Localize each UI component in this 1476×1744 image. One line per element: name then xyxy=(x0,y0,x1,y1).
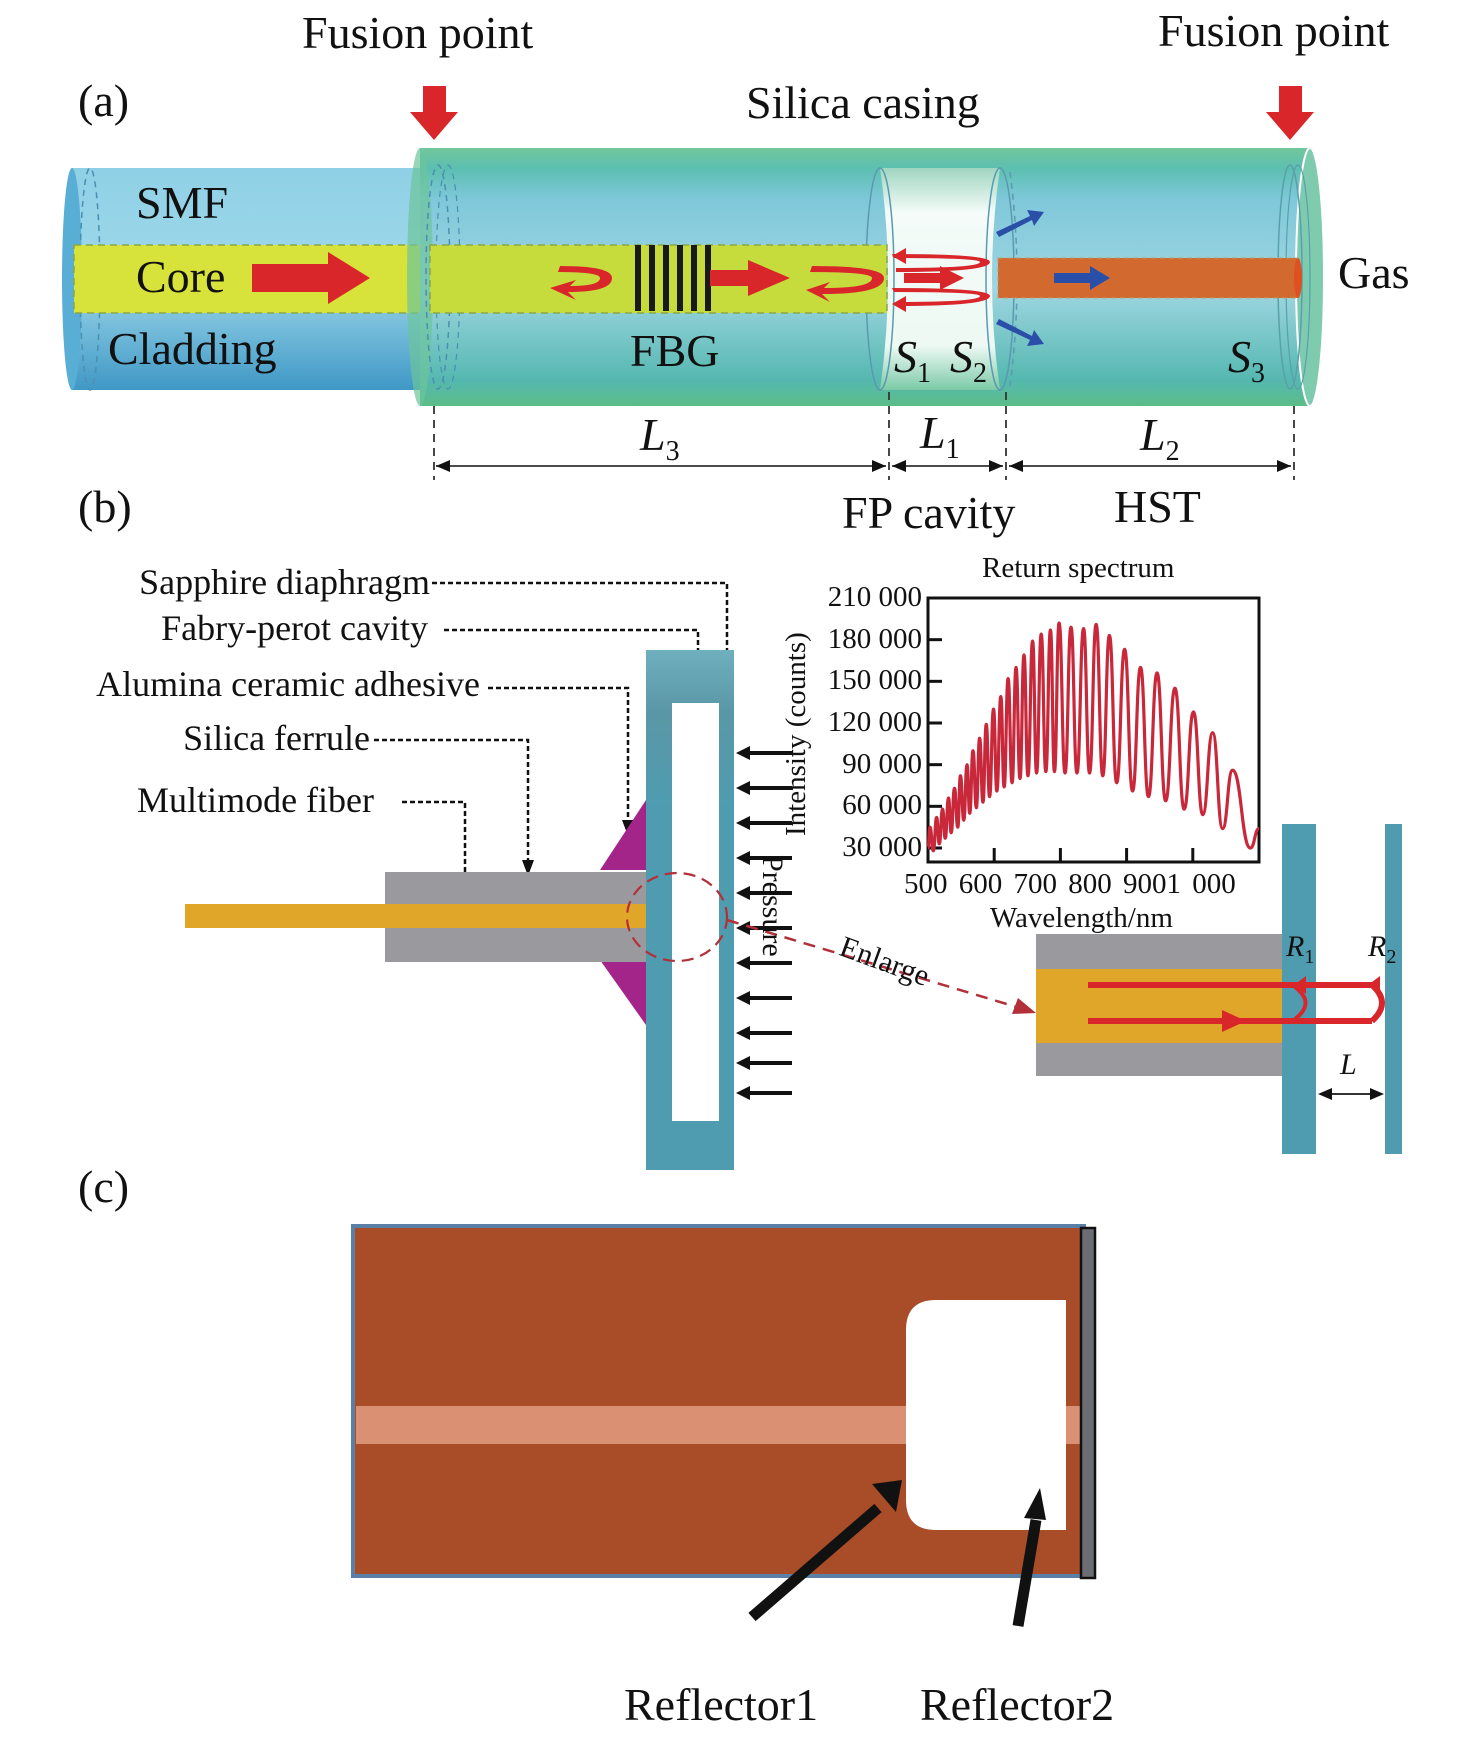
callout-silica-ferrule: Silica ferrule xyxy=(183,718,370,758)
casing-core xyxy=(429,244,888,314)
fbg-label: FBG xyxy=(630,325,720,376)
cladding-label: Cladding xyxy=(108,323,277,374)
r1-label: R1 xyxy=(1286,930,1315,968)
light-propagation-arrows xyxy=(252,248,990,312)
x-tick-labels: 500 600 700 800 9001 000 xyxy=(904,868,1236,900)
gap-l-label: L xyxy=(1340,1048,1357,1081)
fp-cavity-label: FP cavity xyxy=(842,487,1016,538)
pressure-arrows xyxy=(742,751,792,1095)
y-tick-label: 90 000 xyxy=(842,747,922,780)
smf-label: SMF xyxy=(136,177,229,228)
cavity-reflect-top-icon xyxy=(892,254,990,272)
sapphire-diaphragm xyxy=(646,650,734,1170)
pressure-arrowheads xyxy=(736,746,750,1100)
spectrum-line xyxy=(926,621,1260,853)
callout-sapphire-diaphragm: Sapphire diaphragm xyxy=(139,562,430,602)
enlarge-circle xyxy=(625,871,729,963)
reflector2-label: Reflector2 xyxy=(920,1679,1115,1730)
length-l1-label: L1 xyxy=(920,407,960,466)
length-l3-label: L3 xyxy=(640,409,680,468)
input-arrow-icon xyxy=(252,252,370,304)
core-label: Core xyxy=(136,251,226,302)
y-tick-label: 60 000 xyxy=(842,789,922,822)
y-tick-label: 150 000 xyxy=(827,664,922,697)
chart-xlabel: Wavelength/nm xyxy=(990,902,1173,934)
spectrum-chart xyxy=(926,596,1261,864)
r2-label: R2 xyxy=(1368,930,1397,968)
enlarged-detail xyxy=(1036,824,1402,1154)
reflect-arrow-icon xyxy=(550,266,612,300)
y-tick-label: 120 000 xyxy=(827,706,922,738)
enlarge-arrowhead-icon xyxy=(1012,998,1036,1014)
callout-multimode-fiber: Multimode fiber xyxy=(137,780,374,820)
reflector-pointers xyxy=(748,1503,1042,1627)
chart-title: Return spectrum xyxy=(982,552,1175,584)
dimension-lines xyxy=(433,392,1295,480)
multimode-fiber xyxy=(185,904,646,928)
surface-s1-label: S1 xyxy=(894,331,931,390)
cavity-c xyxy=(906,1300,1066,1530)
reflector1-arrowhead-icon xyxy=(872,1480,902,1512)
transmit-arrow-icon xyxy=(710,260,790,296)
callout-fabry-perot-cavity: Fabry-perot cavity xyxy=(161,608,428,648)
gap-dimension xyxy=(1318,1088,1384,1100)
cavity-transmit-icon xyxy=(904,266,964,290)
reflector1-label: Reflector1 xyxy=(624,1679,819,1730)
gas-arrow-icon xyxy=(1054,266,1110,290)
surface-s2-label: S2 xyxy=(950,331,987,390)
fusion-point-right-label: Fusion point xyxy=(1158,5,1390,56)
chart-ylabel: Intensity (counts) xyxy=(780,632,812,836)
gas-arrow-icon xyxy=(996,210,1044,237)
y-tick-label: 30 000 xyxy=(842,831,922,863)
end-cap-c xyxy=(1079,1226,1097,1580)
callout-alumina-ceramic-adhesive: Alumina ceramic adhesive xyxy=(96,664,480,704)
gas-label: Gas xyxy=(1338,247,1410,298)
y-tick-label: 180 000 xyxy=(827,622,922,655)
silica-casing-label: Silica casing xyxy=(746,77,980,128)
gas-flow-arrows xyxy=(996,210,1110,346)
y-tick-label: 210 000 xyxy=(827,581,922,613)
enlarge-arrow xyxy=(726,918,1021,1010)
fusion-point-right-arrow-icon xyxy=(1266,86,1314,140)
hst-tube xyxy=(997,257,1302,299)
fbg-grating xyxy=(635,245,711,311)
surface-s3-label: S3 xyxy=(1228,331,1265,390)
pressure-label: Pressure xyxy=(756,855,789,957)
light-forward-arrowhead-icon xyxy=(1222,1010,1246,1032)
panel-c-label: (c) xyxy=(78,1161,130,1212)
sensor-cross-section xyxy=(351,1224,1097,1580)
cavity-reflect-bottom-icon xyxy=(892,288,990,306)
hst-label: HST xyxy=(1114,481,1201,532)
fusion-point-left-arrow-icon xyxy=(410,86,458,140)
reflect-arrow-icon xyxy=(806,266,884,302)
reflector2-arrowhead-icon xyxy=(1024,1488,1046,1520)
fusion-point-left-label: Fusion point xyxy=(302,7,534,58)
gas-arrow-icon xyxy=(996,319,1044,346)
panel-a-label: (a) xyxy=(78,75,130,126)
panel-b-label: (b) xyxy=(78,481,132,532)
length-l2-label: L2 xyxy=(1140,409,1180,468)
